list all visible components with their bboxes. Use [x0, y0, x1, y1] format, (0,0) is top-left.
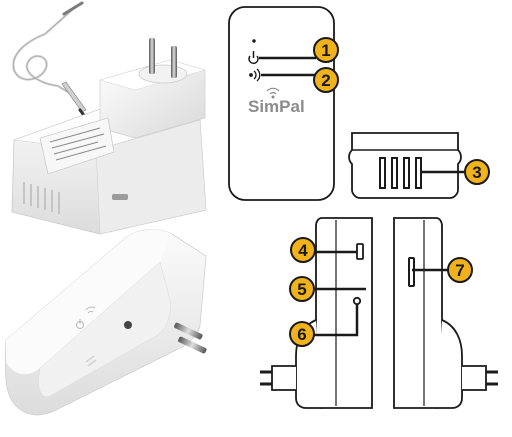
- device-photo-perspective: [4, 229, 207, 416]
- reset-hole: [352, 296, 362, 306]
- svg-text:5: 5: [297, 280, 306, 299]
- svg-text:3: 3: [472, 163, 481, 182]
- sim-card-slot: [408, 257, 415, 287]
- svg-text:4: 4: [298, 241, 308, 260]
- wifi-signal-icon: [85, 306, 96, 314]
- brand-wifi-icon: [266, 87, 280, 99]
- front-view-diagram: [228, 6, 335, 201]
- temperature-probe-icon: [12, 1, 88, 120]
- device-photo-with-probe: [11, 1, 207, 235]
- callout-3: 3: [464, 159, 490, 185]
- svg-text:2: 2: [321, 71, 330, 90]
- brand-logo-text: SimPal: [248, 97, 305, 116]
- power-icon: [76, 319, 84, 329]
- svg-text:1: 1: [321, 41, 330, 60]
- callout-1: 1: [313, 37, 339, 63]
- callout-6: 6: [289, 321, 315, 347]
- callout-7: 7: [447, 257, 473, 283]
- wifi-signal-icon: [249, 68, 261, 82]
- power-icon: [248, 51, 259, 65]
- svg-text:7: 7: [455, 261, 464, 280]
- callout-2: 2: [313, 67, 339, 93]
- usb-port: [356, 243, 364, 260]
- top-view-diagram: [348, 132, 466, 199]
- plug-icon: [149, 38, 177, 78]
- svg-text:6: 6: [297, 325, 306, 344]
- right-side-view-diagram: [393, 217, 498, 409]
- callout-4: 4: [290, 237, 316, 263]
- callout-5: 5: [289, 276, 315, 302]
- left-side-view-diagram: [260, 217, 373, 409]
